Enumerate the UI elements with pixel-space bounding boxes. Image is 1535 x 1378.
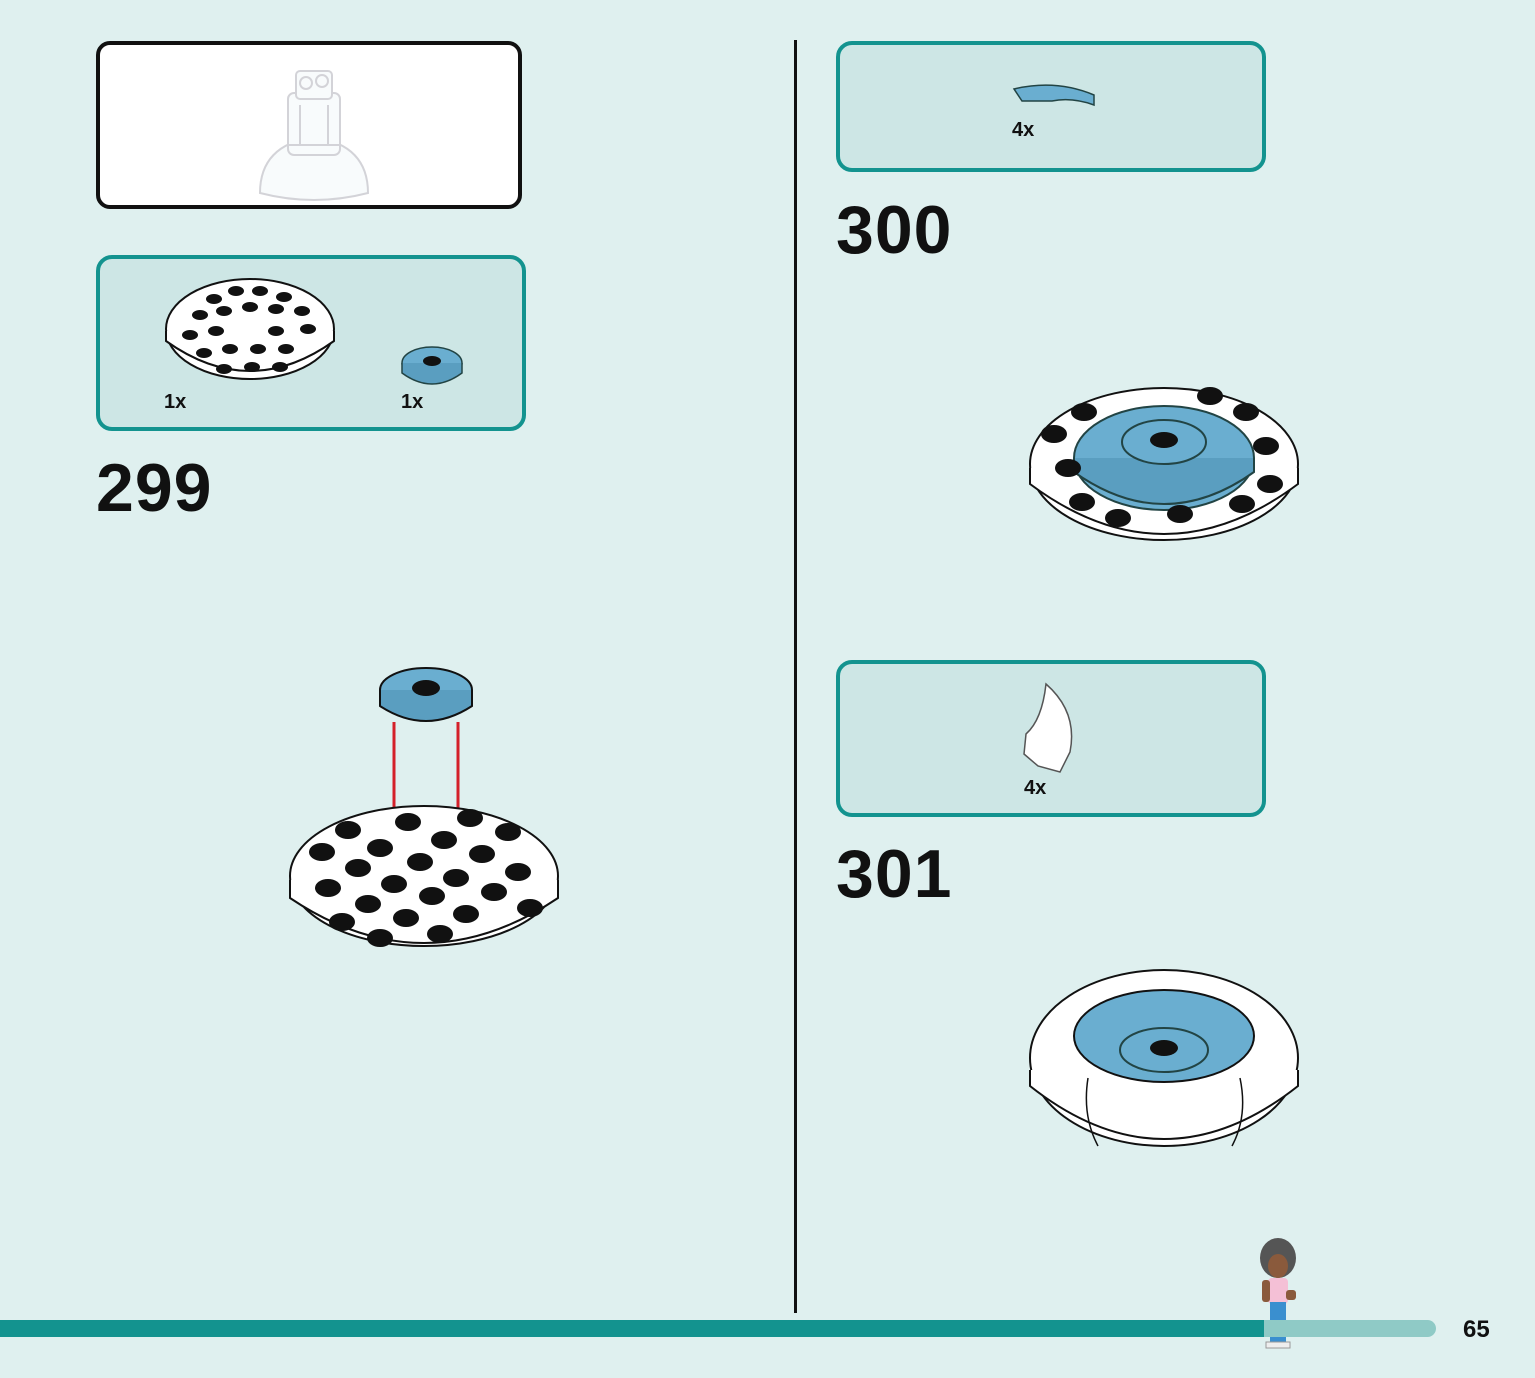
step-300-parts-box: 4x xyxy=(836,41,1266,172)
curved-slope-part xyxy=(1023,682,1073,773)
step-300-number: 300 xyxy=(836,192,953,268)
step-301-parts-box: 4x xyxy=(836,660,1266,817)
context-preview-box xyxy=(96,41,522,209)
column-divider xyxy=(794,40,797,1313)
step-300-part-qty: 4x xyxy=(1012,119,1035,141)
step-301-number: 301 xyxy=(836,836,953,912)
page-number: 65 xyxy=(1463,1316,1490,1343)
faded-model-preview xyxy=(258,70,370,201)
quarter-tile-part xyxy=(1012,84,1095,107)
step-299-parts-box: 1x 1x xyxy=(96,255,526,431)
step-300-assembly xyxy=(1029,387,1299,541)
round-tile-2x2-part xyxy=(401,346,463,385)
progress-fill xyxy=(0,1320,1264,1337)
step-299-part-2-qty: 1x xyxy=(401,391,424,413)
step-301-assembly xyxy=(1029,969,1299,1147)
step-299-assembly xyxy=(289,667,559,947)
step-301-part-qty: 4x xyxy=(1024,777,1047,799)
round-plate-8x8-part xyxy=(165,278,335,380)
step-299-number: 299 xyxy=(96,450,213,526)
step-299-part-1-qty: 1x xyxy=(164,391,187,413)
